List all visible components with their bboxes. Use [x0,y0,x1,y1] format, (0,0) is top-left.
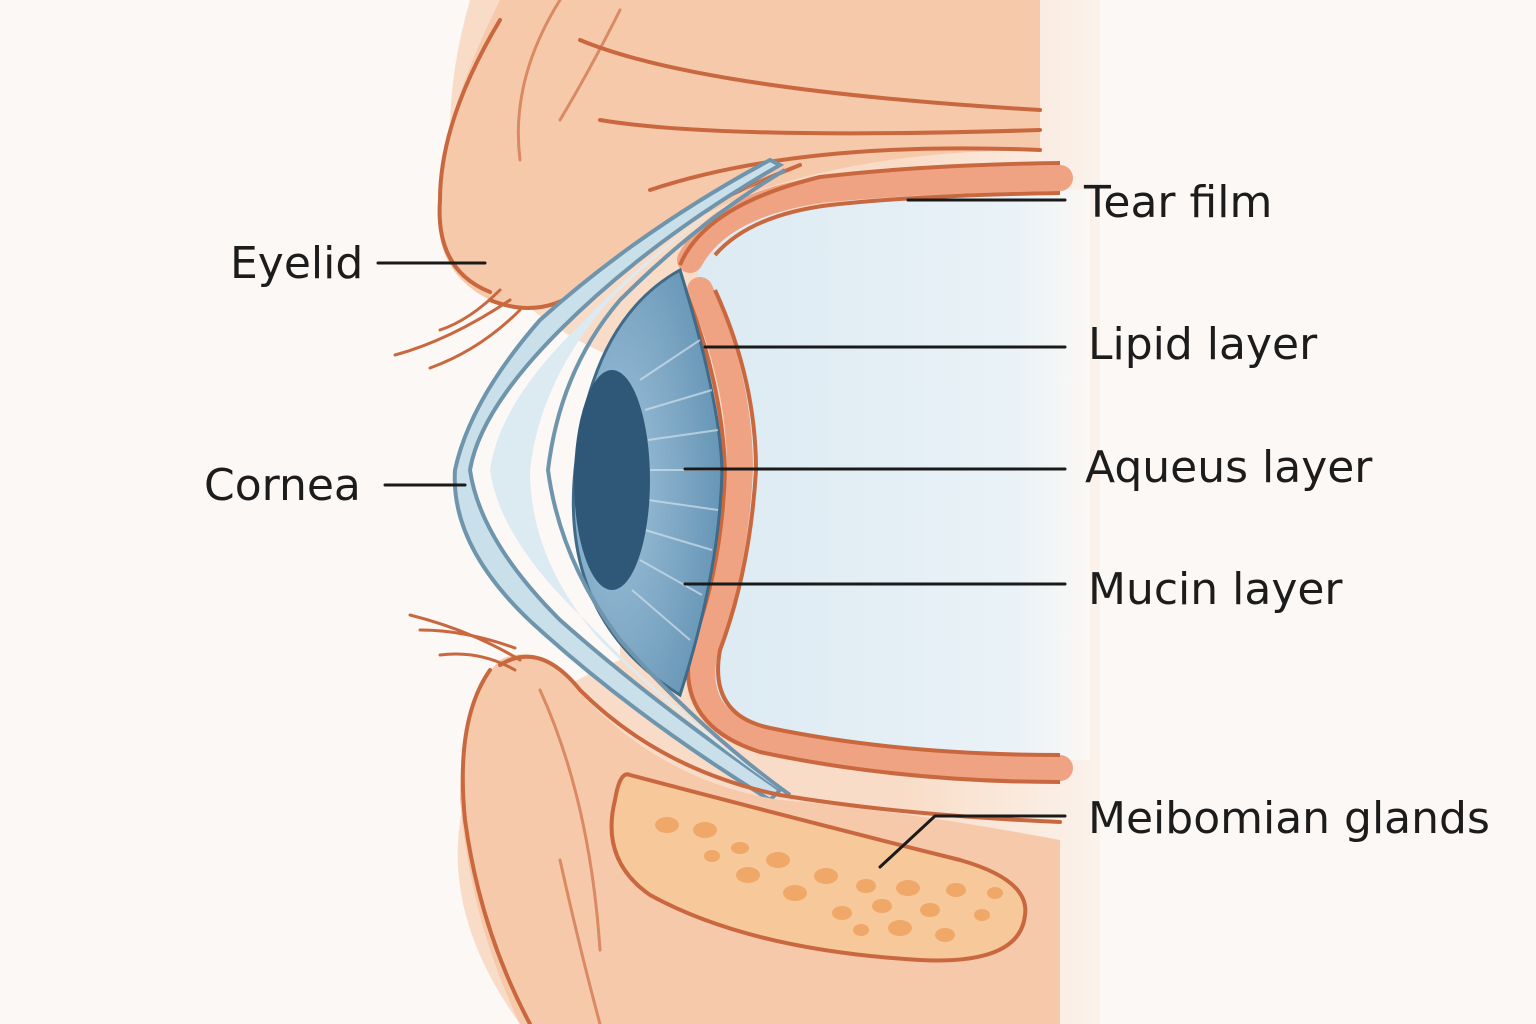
meibomian-glands-leader-line [878,814,1067,869]
aqueous-layer-label: Aqueus layer [1085,442,1373,493]
lipid-layer-label: Lipid layer [1088,319,1318,370]
eyeball [694,189,1090,760]
cornea-label: Cornea [204,460,361,511]
tear-film-label: Tear film [1083,177,1272,228]
upper-eyelid [393,0,1042,370]
meibomian-glands-label: Meibomian glands [1088,793,1490,844]
mucin-layer-label: Mucin layer [1088,564,1343,615]
meibomian-gland-shape [609,772,1028,963]
eyelid-label: Eyelid [230,238,363,289]
pupil [574,370,650,590]
tear-film-band [677,161,1073,784]
